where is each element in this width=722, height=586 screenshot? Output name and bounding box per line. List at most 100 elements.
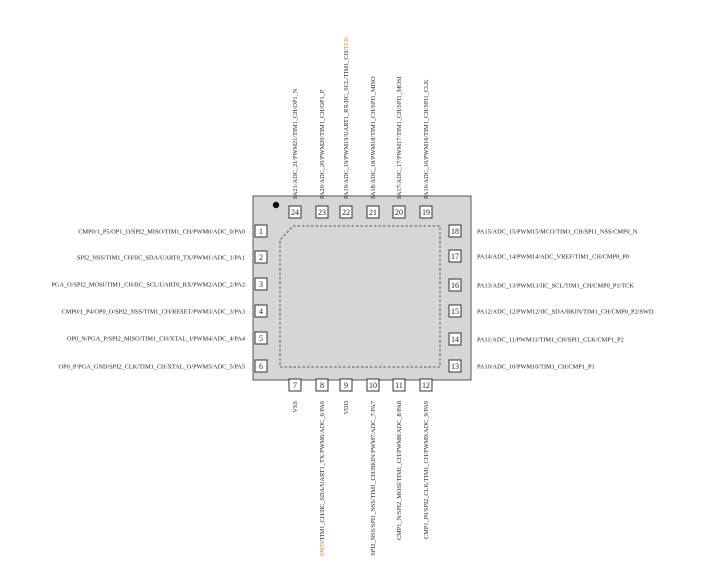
pin-5: 5 OP0_N/PGA_P/SPI2_MISO/TIM1_CH/XTAL_I/PW… bbox=[67, 331, 268, 345]
pin-box bbox=[448, 278, 462, 292]
pin-17: 17 PA14/ADC_14/PWM14/ADC_VREF/TIM1_CH/CMP… bbox=[448, 249, 629, 263]
pin1-marker bbox=[272, 201, 280, 209]
pins-layer: 1 CMP0/1_P5/OP1_O/SPI2_MISO/TIM1_CH/PWM0/… bbox=[51, 36, 653, 556]
pin-label-segment: SPI2_NSS/TIM1_CH/IIC_SDA/UART0_TX/PWM1/A… bbox=[77, 255, 245, 262]
pin-label: PA15/ADC_15/PWM15/MCO/TIM1_CH/SPI1_NSS/C… bbox=[477, 229, 638, 236]
pin-box bbox=[254, 331, 268, 345]
pin-label: SPI2_NSS/SPI1_NSS/TIM1_CH/BKIN/PWM7/ADC_… bbox=[370, 401, 377, 556]
pin-label-segment: PA12/ADC_12/PWM12/IIC_SDA/BKIN/TIM1_CH/C… bbox=[477, 309, 654, 316]
pin-label: PA11/ADC_11/PWM11/TIM1_CH/SPI1_CLK/CMP1_… bbox=[477, 337, 624, 344]
pin-box bbox=[448, 304, 462, 318]
pin-number: 24 bbox=[291, 208, 299, 217]
pin-box bbox=[448, 359, 462, 373]
pin-box bbox=[288, 378, 302, 392]
pin-label: PA14/ADC_14/PWM14/ADC_VREF/TIM1_CH/CMP0_… bbox=[477, 254, 629, 261]
pin-label-highlight: TCK bbox=[343, 36, 350, 49]
pin-label-segment: PGA_O/SPI2_MOSI/TIM1_CH/IIC_SCL/UART0_RX… bbox=[51, 282, 245, 289]
die-outline bbox=[279, 225, 441, 368]
pin-number: 11 bbox=[395, 381, 403, 390]
pin-label: CMP1_P0/SPI2_CLK/TIM1_CH/PWM9/ADC_9/PA9 bbox=[423, 401, 430, 539]
pin-11: 11CMP1_N/SPI2_MOSI/TIM1_CH/PWM8/ADC_8/PA… bbox=[392, 378, 406, 540]
pin-label-segment: PA16/ADC_16/PWM16/TIM1_CH/SPI1_CLK bbox=[423, 79, 430, 199]
pin-box bbox=[339, 378, 353, 392]
pin-number: 5 bbox=[259, 334, 263, 343]
pin-label-segment: PA13/ADC_13/PWM13/IIC_SCL/TIM1_CH/CMP0_P… bbox=[477, 283, 634, 290]
pin-16: 16 PA13/ADC_13/PWM13/IIC_SCL/TIM1_CH/CMP0… bbox=[448, 278, 634, 292]
pin-label-highlight: SWD bbox=[319, 542, 326, 556]
pin-box bbox=[392, 205, 406, 219]
pin-number: 15 bbox=[451, 307, 459, 316]
pin-label: PA13/ADC_13/PWM13/IIC_SCL/TIM1_CH/CMP0_P… bbox=[477, 283, 634, 290]
pin-number: 6 bbox=[259, 362, 263, 371]
pin-box bbox=[254, 224, 268, 238]
pin-label: PA20/ADC_20/PWM20/TIM1_CH/OP1_P bbox=[319, 89, 326, 199]
chip-package bbox=[252, 195, 472, 381]
pin-label: CMP0/1_P4/OP0_O/SPI2_NSS/TIM1_CH/RESET/P… bbox=[62, 309, 245, 316]
pin-label-segment: PA20/ADC_20/PWM20/TIM1_CH/OP1_P bbox=[319, 89, 326, 199]
pin-12: 12CMP1_P0/SPI2_CLK/TIM1_CH/PWM9/ADC_9/PA… bbox=[419, 378, 433, 539]
pin-number: 23 bbox=[318, 208, 326, 217]
pin-label-segment: PA11/ADC_11/PWM11/TIM1_CH/SPI1_CLK/CMP1_… bbox=[477, 337, 624, 344]
pin-box bbox=[419, 378, 433, 392]
pin-number: 3 bbox=[259, 280, 263, 289]
pin-22: 22 PA19/ADC_19/PWM19/UART1_RX/IIC_SCL/TIM… bbox=[339, 36, 353, 219]
pin-number: 22 bbox=[342, 208, 350, 217]
pin-label: PGA_O/SPI2_MOSI/TIM1_CH/IIC_SCL/UART0_RX… bbox=[51, 282, 245, 289]
pin-label: SPI2_NSS/TIM1_CH/IIC_SDA/UART0_TX/PWM1/A… bbox=[77, 255, 245, 262]
pin-21: 21 PA18/ADC_18/PWM18/TIM1_CH/SPI1_MISO bbox=[366, 76, 380, 219]
pin-number: 16 bbox=[451, 281, 459, 290]
pin-box bbox=[366, 205, 380, 219]
pin-label: VDD bbox=[343, 401, 350, 415]
pin-box bbox=[315, 378, 329, 392]
pin-box bbox=[448, 249, 462, 263]
pin-number: 17 bbox=[451, 252, 459, 261]
pin-box bbox=[254, 359, 268, 373]
pin-label: VSS bbox=[292, 401, 299, 413]
pin-23: 23 PA20/ADC_20/PWM20/TIM1_CH/OP1_P bbox=[315, 89, 329, 219]
pin-label-segment: PA17/ADC_17/PWM17/TIM1_CH/SPI1_MOSI bbox=[396, 76, 403, 199]
pin-label-segment: PA15/ADC_15/PWM15/MCO/TIM1_CH/SPI1_NSS/C… bbox=[477, 229, 638, 236]
pin-label-segment: OP0_N/PGA_P/SPI2_MISO/TIM1_CH/XTAL_I/PWM… bbox=[67, 336, 246, 343]
pin-label-segment: VDD bbox=[343, 401, 350, 415]
pin-19: 19 PA16/ADC_16/PWM16/TIM1_CH/SPI1_CLK bbox=[419, 79, 433, 219]
pin-4: 4 CMP0/1_P4/OP0_O/SPI2_NSS/TIM1_CH/RESET/… bbox=[62, 304, 268, 318]
pin-label-segment: OP0_P/PGA_GND/SPI2_CLK/TIM1_CH/XTAL_O/PW… bbox=[59, 364, 245, 371]
pin-box bbox=[315, 205, 329, 219]
pin-number: 14 bbox=[451, 335, 459, 344]
pin-label-segment: PA21/ADC_21/PWM21/TIM1_CH/OP1_N bbox=[292, 88, 299, 199]
pin-label-segment: PA18/ADC_18/PWM18/TIM1_CH/SPI1_MISO bbox=[370, 76, 377, 199]
pin-15: 15 PA12/ADC_12/PWM12/IIC_SDA/BKIN/TIM1_CH… bbox=[448, 304, 654, 318]
pin-10: 10SPI2_NSS/SPI1_NSS/TIM1_CH/BKIN/PWM7/AD… bbox=[366, 378, 380, 556]
pin-label: PA16/ADC_16/PWM16/TIM1_CH/SPI1_CLK bbox=[423, 79, 430, 199]
pin-label: CMP0/1_P5/OP1_O/SPI2_MISO/TIM1_CH/PWM0/A… bbox=[78, 229, 245, 236]
pin-box bbox=[254, 304, 268, 318]
pin-box bbox=[448, 332, 462, 346]
pin-label-segment: CMP0/1_P4/OP0_O/SPI2_NSS/TIM1_CH/RESET/P… bbox=[62, 309, 245, 316]
pin-number: 4 bbox=[259, 307, 263, 316]
pin-label: PA12/ADC_12/PWM12/IIC_SDA/BKIN/TIM1_CH/C… bbox=[477, 309, 654, 316]
pin-box bbox=[254, 277, 268, 291]
pin-box bbox=[254, 250, 268, 264]
pin-6: 6 OP0_P/PGA_GND/SPI2_CLK/TIM1_CH/XTAL_O/P… bbox=[59, 359, 268, 373]
pin-number: 1 bbox=[259, 227, 263, 236]
pin-label: OP0_N/PGA_P/SPI2_MISO/TIM1_CH/XTAL_I/PWM… bbox=[67, 336, 246, 343]
pin-label: CMP1_N/SPI2_MOSI/TIM1_CH/PWM8/ADC_8/PA8 bbox=[396, 401, 403, 540]
pin-label: PA21/ADC_21/PWM21/TIM1_CH/OP1_N bbox=[292, 88, 299, 199]
pin-label: OP0_P/PGA_GND/SPI2_CLK/TIM1_CH/XTAL_O/PW… bbox=[59, 364, 245, 371]
pin-number: 21 bbox=[369, 208, 377, 217]
pin-box bbox=[448, 224, 462, 238]
pin-label-segment: PA14/ADC_14/PWM14/ADC_VREF/TIM1_CH/CMP0_… bbox=[477, 254, 629, 261]
pin-number: 19 bbox=[422, 208, 430, 217]
pin-24: 24 PA21/ADC_21/PWM21/TIM1_CH/OP1_N bbox=[288, 88, 302, 219]
pin-label-segment: CMP1_P0/SPI2_CLK/TIM1_CH/PWM9/ADC_9/PA9 bbox=[423, 401, 430, 539]
pin-label-segment: SPI2_NSS/SPI1_NSS/TIM1_CH/BKIN/PWM7/ADC_… bbox=[370, 401, 377, 556]
pin-label: PA19/ADC_19/PWM19/UART1_RX/IIC_SCL/TIM1_… bbox=[343, 36, 350, 199]
pin-number: 12 bbox=[422, 381, 430, 390]
pin-number: 9 bbox=[344, 381, 348, 390]
pin-label: SWD/TIM1_CH/IIC_SDA/UART1_TX/PWM6/ADC_6/… bbox=[319, 401, 326, 556]
pin-number: 13 bbox=[451, 362, 459, 371]
